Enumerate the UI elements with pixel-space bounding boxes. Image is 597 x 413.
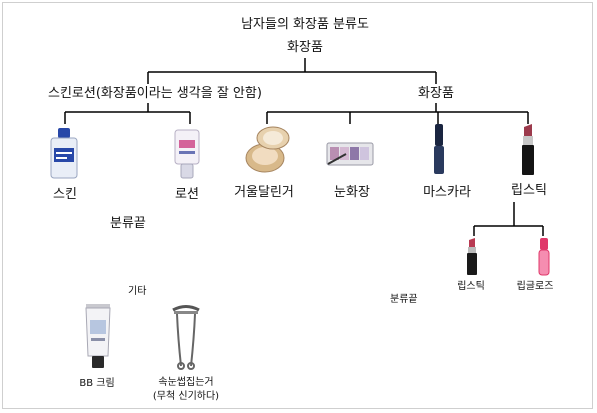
- curler-label-line2: (무척 신기하다): [152, 391, 220, 402]
- eyeshadow-label: 눈화장: [334, 185, 370, 200]
- lipstick-icon: [522, 124, 534, 175]
- mascara-icon: [434, 124, 444, 174]
- lotion-label: 로션: [175, 187, 199, 202]
- end-note-left: 분류끝: [110, 216, 146, 231]
- skin-label: 스킨: [53, 187, 77, 202]
- compact-label: 거울달린거: [234, 185, 294, 200]
- lipstick-sub-label: 립스틱: [457, 281, 485, 292]
- mascara-label: 마스카라: [423, 185, 471, 200]
- lipgloss-label: 립글로즈: [516, 281, 554, 292]
- lipgloss-icon: [538, 238, 550, 276]
- compact-mirror-icon: [245, 126, 290, 173]
- misc-label: 기타: [128, 286, 147, 297]
- bb-cream-tube-icon: [85, 304, 111, 368]
- eyeshadow-palette-icon: [326, 142, 374, 166]
- lotion-tube-icon: [174, 129, 200, 179]
- diagram-title: 남자들의 화장품 분류도: [241, 17, 369, 32]
- lipstick-sub-icon: [467, 238, 477, 275]
- lipstick-label: 립스틱: [511, 183, 547, 198]
- root-node-label: 화장품: [287, 40, 323, 55]
- cosmetics-branch-label: 화장품: [418, 86, 454, 101]
- skincare-branch-label: 스킨로션(화장품이라는 생각을 잘 안함): [48, 86, 262, 101]
- eyelash-curler-icon: [172, 305, 200, 370]
- skin-bottle-icon: [50, 128, 78, 179]
- end-note-right: 분류끝: [390, 294, 418, 305]
- curler-label-line1: 속눈썹집는거: [158, 377, 214, 388]
- diagram-frame: [2, 2, 593, 409]
- bb-cream-label: BB 크림: [79, 378, 115, 389]
